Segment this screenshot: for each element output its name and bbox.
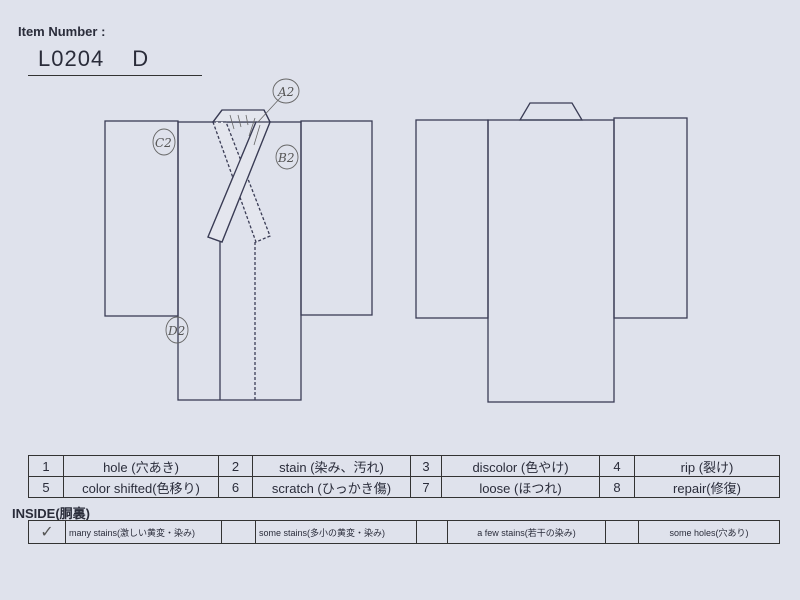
option-some-stains: some stains(多小の黄変・染み)	[255, 520, 417, 544]
item-grade: D	[132, 46, 150, 71]
annotation-a-circle	[272, 78, 300, 104]
annotation-c: C2	[155, 136, 172, 150]
inside-row: ✓ many stains(激しい黄変・染み) some stains(多小の黄…	[28, 520, 780, 544]
legend-num: 5	[28, 476, 64, 498]
legend-label: discolor (色やけ)	[441, 455, 600, 477]
legend-num: 6	[218, 476, 253, 498]
back-right-sleeve	[613, 117, 688, 319]
option-many-stains: many stains(激しい黄変・染み)	[65, 520, 222, 544]
inside-condition-table: ✓ many stains(激しい黄変・染み) some stains(多小の黄…	[28, 520, 780, 544]
underline	[28, 75, 202, 76]
legend-label: color shifted(色移り)	[63, 476, 219, 498]
item-number-value: L0204 D	[38, 46, 177, 72]
annotation-a: A2	[277, 85, 294, 99]
item-code: L0204	[38, 46, 105, 71]
checkbox-few-stains[interactable]	[416, 520, 448, 544]
annotation-b: B2	[277, 151, 294, 165]
kimono-diagram: A2 C2 B2 D2	[104, 78, 688, 403]
option-some-holes: some holes(穴あり)	[638, 520, 780, 544]
back-view	[415, 102, 688, 403]
legend-num: 4	[599, 455, 635, 477]
checkbox-many-stains[interactable]: ✓	[28, 520, 66, 544]
back-collar	[518, 102, 584, 121]
legend-label: loose (ほつれ)	[441, 476, 600, 498]
legend-label: repair(修復)	[634, 476, 780, 498]
checkbox-some-stains[interactable]	[221, 520, 256, 544]
legend-num: 2	[218, 455, 253, 477]
legend-label: scratch (ひっかき傷)	[252, 476, 411, 498]
front-right-sleeve	[300, 120, 373, 316]
legend-num: 1	[28, 455, 64, 477]
item-number-label: Item Number :	[18, 24, 106, 39]
option-few-stains: a few stains(若干の染み)	[447, 520, 606, 544]
legend-num: 3	[410, 455, 442, 477]
checkbox-some-holes[interactable]	[605, 520, 639, 544]
legend-num: 7	[410, 476, 442, 498]
front-left-sleeve	[104, 120, 179, 317]
back-left-sleeve	[415, 119, 489, 319]
legend-label: hole (穴あき)	[63, 455, 219, 477]
annotation-d: D2	[167, 324, 185, 338]
legend-label: rip (裂け)	[634, 455, 780, 477]
inside-title: INSIDE(胴裏)	[12, 506, 91, 521]
legend-label: stain (染み、汚れ)	[252, 455, 411, 477]
back-body	[487, 119, 615, 403]
front-view: A2 C2 B2 D2	[104, 78, 373, 401]
legend-num: 8	[599, 476, 635, 498]
